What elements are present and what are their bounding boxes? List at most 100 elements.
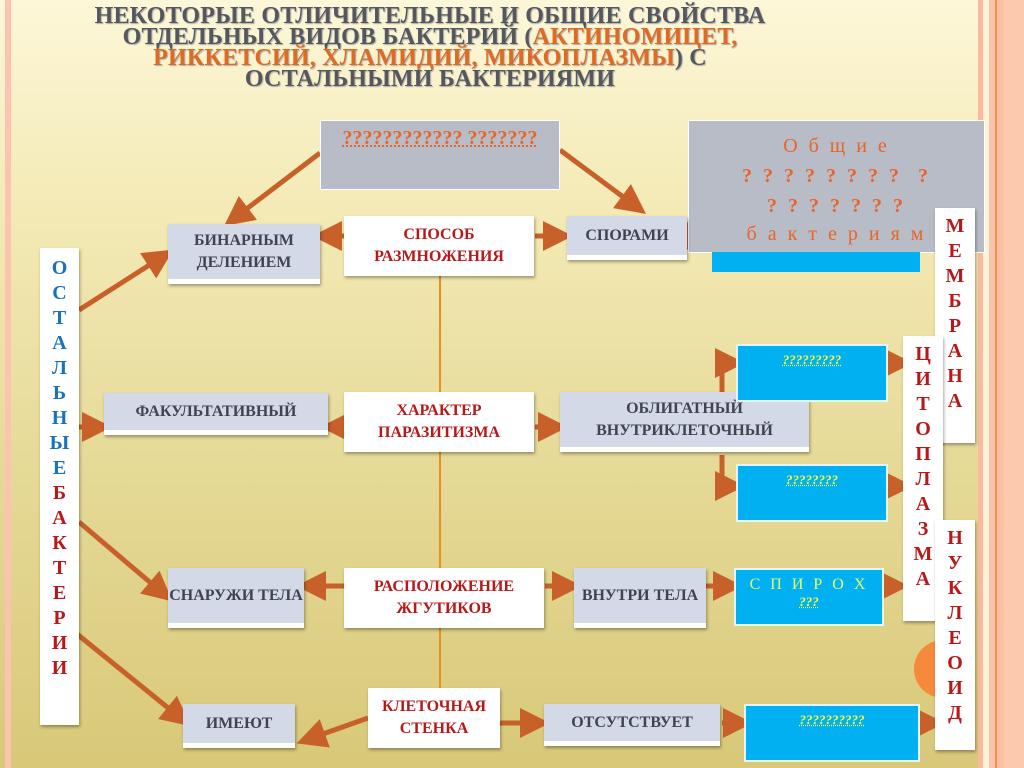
blue-question-bottom-text: ???????? xyxy=(786,472,838,487)
membrane-letter: Н xyxy=(947,365,963,387)
top-question-box: ???????????? ??????? xyxy=(320,120,560,190)
cytoplasm-letter: А xyxy=(915,568,931,590)
membrane-letter: А xyxy=(947,390,963,412)
membrane-letter: Б xyxy=(948,290,962,312)
arrow-left-to-have xyxy=(75,632,191,727)
membrane-letter: А xyxy=(947,340,963,362)
arrow-left-to-binary xyxy=(77,249,174,313)
facultative-box: ФАКУЛЬТАТИВНЫЙ xyxy=(104,393,328,435)
cytoplasm-letter: П xyxy=(915,443,931,465)
spirochete-text: С П И Р О Х xyxy=(749,576,869,593)
membrane-letter: Е xyxy=(948,240,962,262)
cytoplasm-letter: Л xyxy=(915,468,931,490)
bacteria-letter: Р xyxy=(53,607,66,629)
nucleoid-letter: Н xyxy=(947,527,963,549)
other-letter: Т xyxy=(52,307,67,329)
membrane-letter: Р xyxy=(948,315,962,337)
bacteria-letter: И xyxy=(51,632,68,654)
right-border-stripes xyxy=(978,0,1024,768)
common-blue-bar xyxy=(712,252,920,272)
bacteria-letter: Т xyxy=(52,557,67,579)
common-line2: ? ? ? ? ? ? ? ? ? xyxy=(742,165,931,187)
blue-question-top-text: ????????? xyxy=(782,352,842,367)
bacteria-letter: А xyxy=(52,507,67,529)
parasitism-type-label: ХАРАКТЕР ПАРАЗИТИЗМА xyxy=(378,402,500,441)
nucleoid-letter: И xyxy=(947,677,963,699)
bacteria-letter: И xyxy=(51,657,68,679)
flagella-location-box: РАСПОЛОЖЕНИЕ ЖГУТИКОВ xyxy=(344,568,544,628)
absent-box: ОТСУТСТВУЕТ xyxy=(544,704,720,746)
cytoplasm-letter: М xyxy=(913,543,933,565)
nucleoid-letter: Л xyxy=(947,602,963,624)
cytoplasm-letter: О xyxy=(915,418,931,440)
other-letter: О xyxy=(51,257,68,279)
nucleoid-letter: У xyxy=(947,552,963,574)
membrane-letter: М xyxy=(945,265,965,287)
cytoplasm-letter: З xyxy=(917,518,929,540)
slide-title: НЕКОТОРЫЕ ОТЛИЧИТЕЛЬНЫЕ И ОБЩИЕ СВОЙСТВА… xyxy=(80,3,780,92)
inside-body-label: ВНУТРИ ТЕЛА xyxy=(581,586,699,604)
bacteria-letter: Е xyxy=(52,582,67,604)
spirochete-box: С П И Р О Х ??? xyxy=(734,568,884,626)
flagella-location-label: РАСПОЛОЖЕНИЕ ЖГУТИКОВ xyxy=(373,578,515,617)
arrow-top-to-spores xyxy=(558,147,647,214)
arrow-obligate-to-blue-top xyxy=(715,348,745,392)
have-label: ИМЕЮТ xyxy=(205,714,273,732)
reproduction-method-box: СПОСОБ РАЗМНОЖЕНИЯ xyxy=(344,216,534,276)
blue-question-box-top: ????????? xyxy=(736,344,888,402)
facultative-label: ФАКУЛЬТАТИВНЫЙ xyxy=(135,402,297,420)
cytoplasm-letter: А xyxy=(915,493,931,515)
common-line3: ? ? ? ? ? ? ? xyxy=(767,195,906,217)
other-letter: А xyxy=(52,332,67,354)
nucleoid-letter: Е xyxy=(948,627,962,649)
parasitism-type-box: ХАРАКТЕР ПАРАЗИТИЗМА xyxy=(344,392,534,452)
title-part1: НЕКОТОРЫЕ ОТЛИЧИТЕЛЬНЫЕ И ОБЩИЕ СВОЙСТВА… xyxy=(94,3,766,50)
nucleoid-letter: О xyxy=(947,652,963,674)
other-letter: Ь xyxy=(52,382,67,404)
binary-division-label: БИНАРНЫМ ДЕЛЕНИЕМ xyxy=(193,231,295,271)
outside-body-box: СНАРУЖИ ТЕЛА xyxy=(168,568,304,628)
outside-body-label: СНАРУЖИ ТЕЛА xyxy=(169,586,303,604)
obligate-intracellular-box: ОБЛИГАТНЫЙ ВНУТРИКЛЕТОЧНЫЙ xyxy=(560,392,809,452)
other-letter: Л xyxy=(52,357,67,379)
arrow-wall-to-have xyxy=(296,715,369,748)
blue-question-box-bottom: ???????? xyxy=(736,464,888,522)
left-border-stripe xyxy=(5,0,11,768)
blue-question-box-wall: ?????????? xyxy=(744,704,920,762)
common-line1: О б щ и е xyxy=(783,135,890,157)
inside-body-box: ВНУТРИ ТЕЛА xyxy=(574,568,706,628)
other-letter: Н xyxy=(51,407,68,429)
cell-wall-label: КЛЕТОЧНАЯ СТЕНКА xyxy=(382,698,486,737)
have-box: ИМЕЮТ xyxy=(183,704,295,748)
absent-label: ОТСУТСТВУЕТ xyxy=(571,713,693,731)
membrane-letter: М xyxy=(945,215,965,237)
bacteria-letter: К xyxy=(52,532,67,554)
other-letter: Е xyxy=(52,457,67,479)
arrow-top-to-binary xyxy=(224,151,322,227)
cytoplasm-letter: И xyxy=(915,368,931,390)
arrow-left-to-outside xyxy=(77,520,173,602)
spores-label: СПОРАМИ xyxy=(585,226,669,244)
nucleoid-letter: К xyxy=(947,577,963,599)
spirochete-question: ??? xyxy=(799,594,819,609)
arrow-obligate-to-blue-bottom xyxy=(715,455,745,501)
spores-box: СПОРАМИ xyxy=(567,216,687,260)
reproduction-method-label: СПОСОБ РАЗМНОЖЕНИЯ xyxy=(374,226,504,265)
bacteria-letter: Б xyxy=(52,482,67,504)
cytoplasm-letter: Ц xyxy=(915,343,931,365)
blue-question-wall-text: ?????????? xyxy=(799,712,865,727)
other-letter: С xyxy=(52,282,67,304)
binary-division-box: БИНАРНЫМ ДЕЛЕНИЕМ xyxy=(168,224,320,284)
top-question-text: ???????????? ??????? xyxy=(342,127,538,149)
other-letter: Ы xyxy=(49,432,70,454)
common-line4: б а к т е р и я м xyxy=(746,223,927,245)
obligate-intracellular-label: ОБЛИГАТНЫЙ ВНУТРИКЛЕТОЧНЫЙ xyxy=(596,399,773,439)
title-part2: ) С ОСТАЛЬНЫМИ БАКТЕРИЯМИ xyxy=(244,45,707,92)
title-highlight: АКТИНОМИЦЕТ, РИККЕТСИЙ, ХЛАМИДИЙ, МИКОПЛ… xyxy=(153,24,738,71)
nucleoid-letter: Д xyxy=(948,702,962,724)
